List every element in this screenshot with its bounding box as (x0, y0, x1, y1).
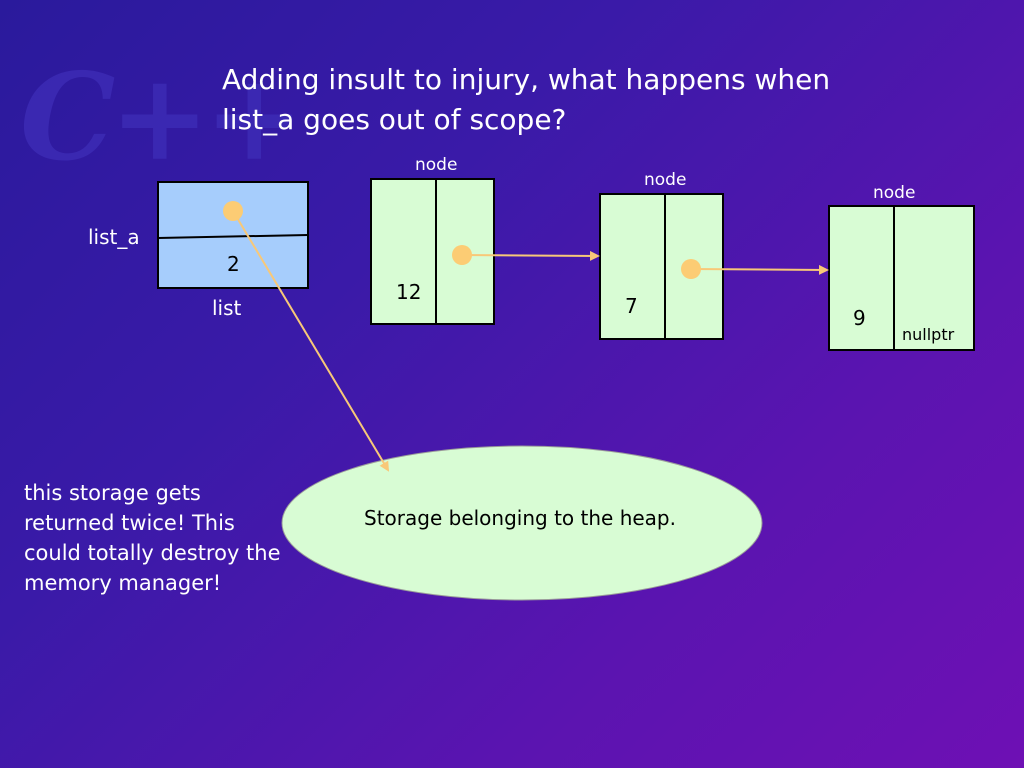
node-box-3 (828, 205, 975, 351)
next-pointer-arrow-1 (461, 250, 600, 261)
list-divider (157, 234, 309, 239)
list-size-value: 2 (227, 252, 240, 276)
node-value-3: 9 (853, 306, 866, 330)
head-pointer-arrow (232, 210, 390, 472)
list-var-label: list_a (88, 225, 140, 249)
node-value-2: 7 (625, 294, 638, 318)
node-label-1: node (415, 155, 458, 175)
list-object (157, 181, 309, 289)
head-pointer-dot (223, 201, 243, 221)
next-pointer-dot-2 (681, 259, 701, 279)
node-value-1: 12 (396, 280, 422, 304)
node-label-2: node (644, 170, 687, 190)
node-box-2 (599, 193, 724, 340)
heap-label: Storage belonging to the heap. (364, 506, 676, 530)
next-pointer-dot-1 (452, 245, 472, 265)
warning-note: this storage gets returned twice! This c… (24, 481, 281, 595)
list-type-label: list (212, 296, 242, 320)
heap-ellipse (281, 445, 763, 601)
cpp-logo: C++ (20, 47, 305, 188)
slide-title: Adding insult to injury, what happens wh… (222, 63, 831, 136)
node-next-null: nullptr (902, 325, 955, 344)
node-box-1 (370, 178, 495, 325)
node-label-3: node (873, 183, 916, 203)
next-pointer-arrow-2 (690, 264, 829, 275)
